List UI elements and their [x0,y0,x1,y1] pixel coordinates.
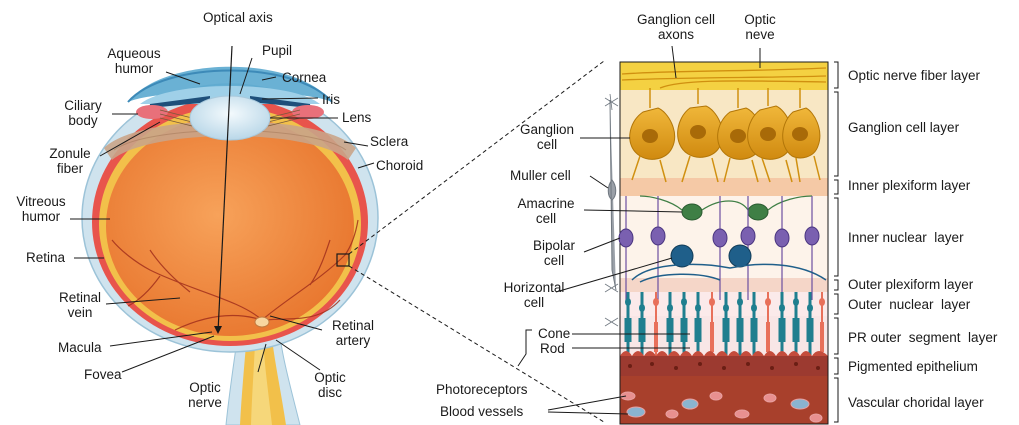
photoreceptor-nucleus [793,298,799,306]
label-iris: Iris [322,92,340,107]
label-ganglion-cell: Ganglion cell [514,122,580,152]
layer-label-vascular-choridal: Vascular choridal layer [848,395,984,410]
label-retinal-artery: Retinal artery [326,318,380,348]
photoreceptor-nucleus [639,304,645,312]
label-macula: Macula [58,340,102,355]
cone-outer-segment [723,318,730,342]
label-zonule-fiber: Zonule fiber [42,146,98,176]
photoreceptor-nucleus [723,304,729,312]
label-ganglion-cell-axons: Ganglion cell axons [636,12,716,42]
label-sclera: Sclera [370,134,408,149]
photoreceptor-nucleus [653,298,659,306]
label-photoreceptors: Photoreceptors [436,382,528,397]
photoreceptor-cells [625,292,826,356]
rod-outer-segment [820,322,824,352]
label-aqueous-humor: Aqueous humor [100,46,168,76]
label-optic-disc: Optic disc [306,370,354,400]
label-retinal-vein: Retinal vein [56,290,104,320]
label-pupil: Pupil [262,43,292,58]
rod-outer-segment [710,322,714,352]
label-cornea: Cornea [282,70,326,85]
cone-outer-segment [695,318,702,342]
label-fovea: Fovea [84,367,122,382]
label-retina: Retina [26,250,65,265]
cone-outer-segment [737,318,744,342]
photoreceptor-nucleus [681,298,687,306]
label-rod: Rod [540,341,565,356]
label-vitreous-humor: Vitreous humor [12,194,70,224]
label-muller-cell: Muller cell [510,168,571,183]
photoreceptor-nucleus [695,304,701,312]
photoreceptor-nucleus [807,304,813,312]
photoreceptor-nucleus [625,298,631,306]
photoreceptor-nucleus [765,298,771,306]
cone-outer-segment [639,318,646,342]
layer-label-inner-plexiform: Inner plexiform layer [848,178,970,193]
layer-label-optic-nerve-fiber: Optic nerve fiber layer [848,68,980,83]
label-optical-axis: Optical axis [203,10,255,25]
photoreceptor-nucleus [779,304,785,312]
cone-outer-segment [625,318,632,342]
cone-outer-segment [667,318,674,342]
label-optic-nerve: Optic nerve [180,380,230,410]
photoreceptor-nucleus [737,298,743,306]
cone-outer-segment [751,318,758,342]
rod-outer-segment [766,322,770,352]
cone-outer-segment [807,318,814,342]
photoreceptor-nucleus [667,304,673,312]
cone-outer-segment [779,318,786,342]
photoreceptor-nucleus [709,298,715,306]
layer-brackets [834,62,838,422]
label-blood-vessels: Blood vessels [440,404,523,419]
cone-outer-segment [681,318,688,342]
layer-label-pigmented-epithelium: Pigmented epithelium [848,359,978,374]
cone-outer-segment [793,318,800,342]
layer-label-outer-plexiform: Outer plexiform layer [848,277,973,292]
label-horizontal-cell: Horizontal cell [496,280,572,310]
layer-label-ganglion-cell: Ganglion cell layer [848,120,959,135]
label-bipolar-cell: Bipolar cell [524,238,584,268]
photoreceptor-nucleus [819,298,825,306]
label-cone: Cone [538,326,570,341]
layer-label-outer-nuclear: Outer nuclear layer [848,297,970,312]
layer-label-inner-nuclear: Inner nuclear layer [848,230,964,245]
retina-section [605,62,828,424]
label-optic-neve: Optic neve [730,12,790,42]
label-amacrine-cell: Amacrine cell [508,196,584,226]
label-lens: Lens [342,110,371,125]
photoreceptor-nucleus [751,304,757,312]
label-choroid: Choroid [376,158,423,173]
layer-label-pr-outer-segment: PR outer segment layer [848,330,997,345]
label-ciliary-body: Ciliary body [58,98,108,128]
